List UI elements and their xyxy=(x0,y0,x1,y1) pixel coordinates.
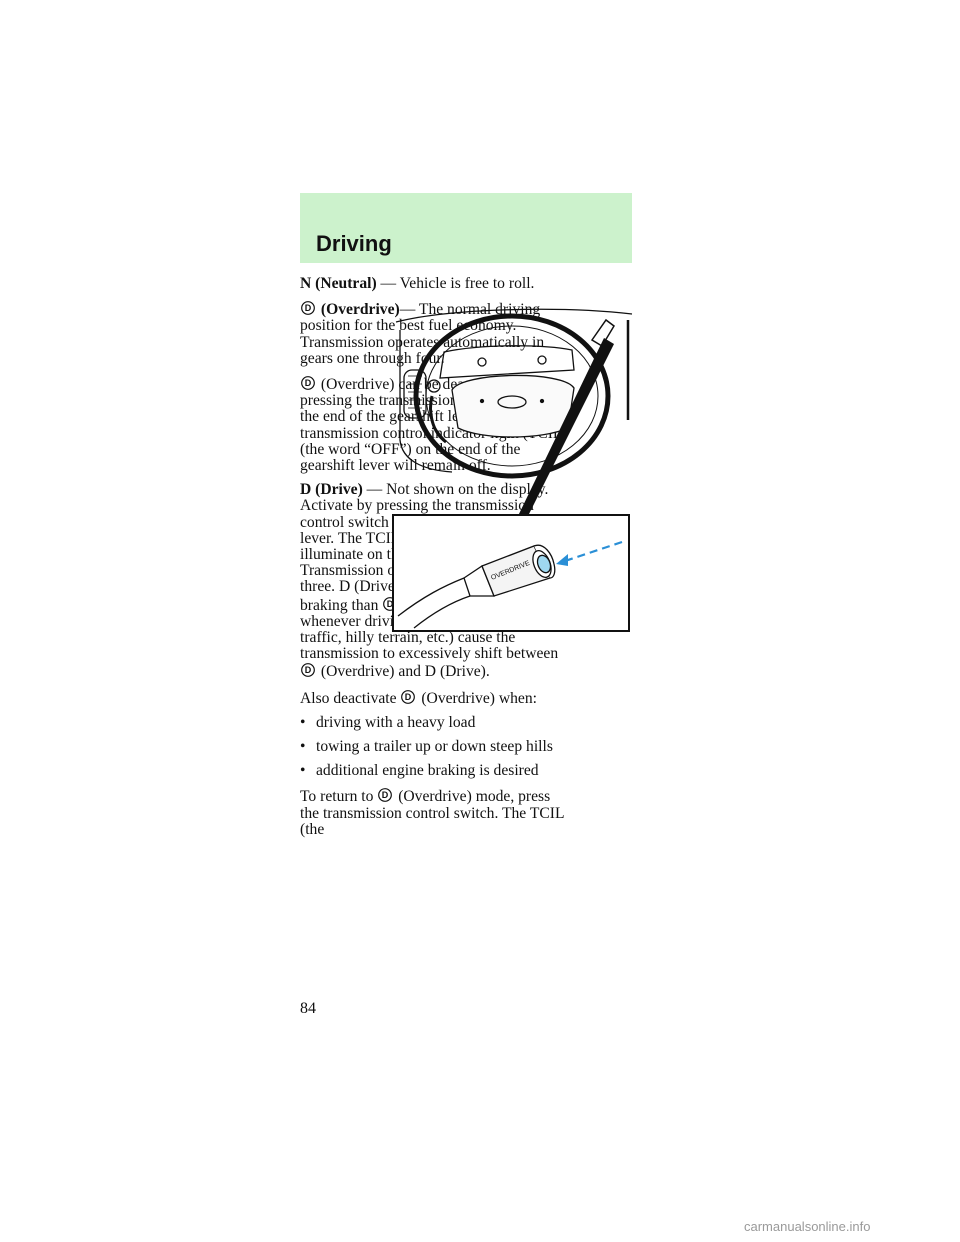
bullet-dot: • xyxy=(300,713,306,731)
paragraph-overdrive: (Overdrive)— The normal driving position… xyxy=(300,300,545,367)
gearshift-detail-illustration: OVERDRIVE xyxy=(392,514,630,632)
overdrive-icon xyxy=(300,662,316,678)
list-item: •driving with a heavy load xyxy=(300,713,476,731)
steering-wheel-illustration xyxy=(395,308,633,516)
watermark: carmanualsonline.info xyxy=(744,1219,871,1234)
list-item: •towing a trailer up or down steep hills xyxy=(300,738,553,756)
gearshift-lever-drawing: OVERDRIVE xyxy=(397,540,623,629)
arrow-head-icon xyxy=(556,554,568,566)
term-overdrive: (Overdrive) xyxy=(317,301,400,319)
paragraph-neutral: N (Neutral) — Vehicle is free to roll. xyxy=(300,275,535,292)
section-title: Driving xyxy=(316,231,392,256)
overdrive-icon xyxy=(300,375,316,391)
term-neutral: N (Neutral) xyxy=(300,275,377,292)
page-number: 84 xyxy=(300,1000,316,1017)
paragraph-return: To return to (Overdrive) mode, press the… xyxy=(300,787,564,838)
overdrive-icon xyxy=(300,300,316,316)
arrow-icon xyxy=(561,540,623,564)
overdrive-icon xyxy=(377,787,393,803)
term-drive: D (Drive) xyxy=(300,481,363,499)
bullet-dot: • xyxy=(300,738,306,756)
section-header: Driving xyxy=(300,193,632,263)
overdrive-icon xyxy=(400,689,416,705)
paragraph-also-deactivate: Also deactivate (Overdrive) when: xyxy=(300,689,537,707)
list-item: •additional engine braking is desired xyxy=(300,762,539,780)
bullet-dot: • xyxy=(300,762,306,780)
